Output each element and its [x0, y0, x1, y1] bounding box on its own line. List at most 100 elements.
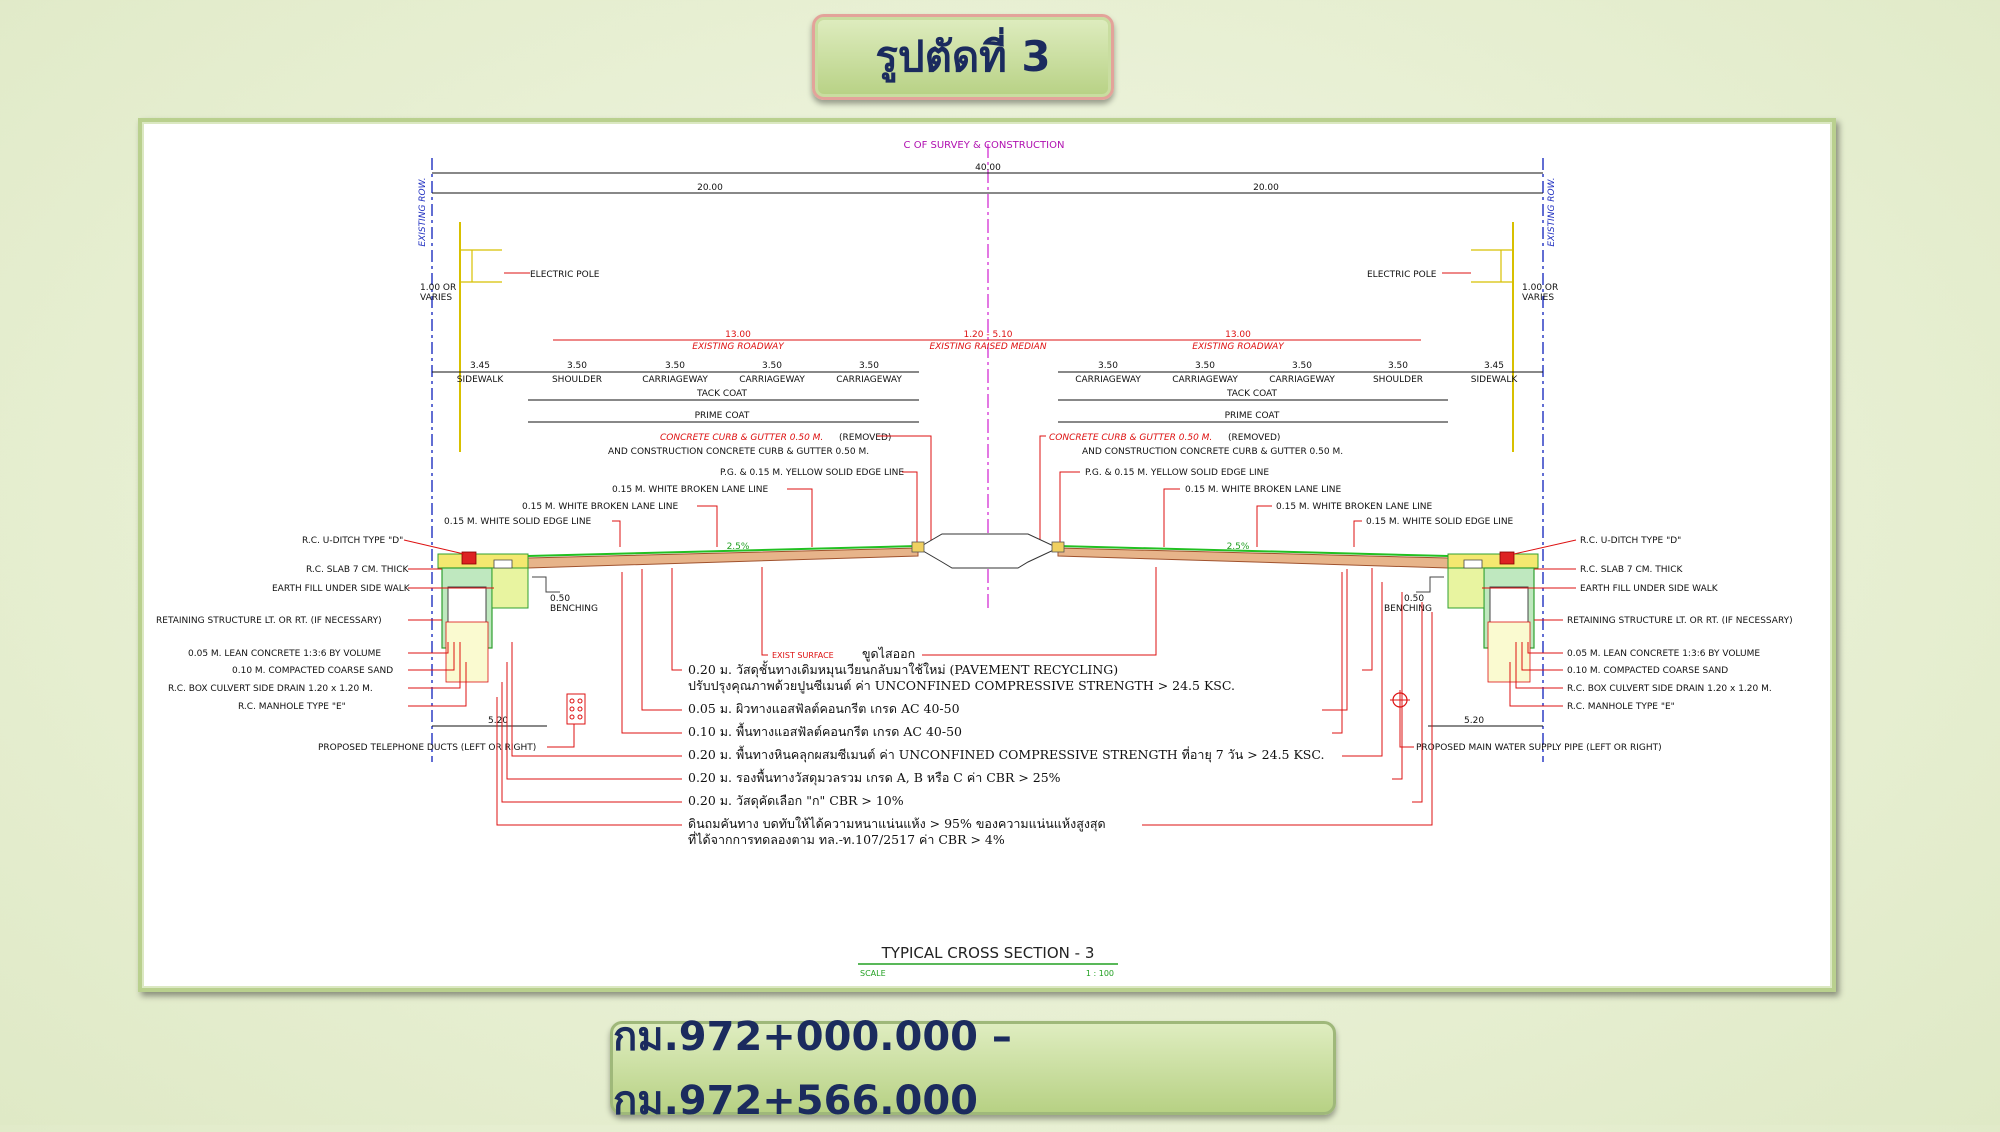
varies-left-2: VARIES — [420, 293, 452, 303]
telephone-ducts-label: PROPOSED TELEPHONE DUCTS (LEFT OR RIGHT) — [318, 743, 536, 753]
scrape-label: ขูดไสออก — [862, 646, 915, 662]
left-label-3: RETAINING STRUCTURE LT. OR RT. (IF NECES… — [156, 616, 382, 626]
roadway-left-label: EXISTING ROADWAY — [692, 342, 785, 352]
removed-left: (REMOVED) — [839, 433, 891, 443]
right-label-3: RETAINING STRUCTURE LT. OR RT. (IF NECES… — [1567, 616, 1793, 626]
right-label-7: R.C. MANHOLE TYPE "E" — [1567, 702, 1675, 712]
lane-right-w-2: 3.50 — [1292, 361, 1312, 371]
right-label-1: R.C. SLAB 7 CM. THICK — [1580, 565, 1683, 575]
roadway-right-width: 13.00 — [1225, 330, 1251, 340]
layer-note-3: 0.10 ม. พื้นทางแอสฟัลต์คอนกรีต เกรด AC 4… — [688, 722, 962, 739]
layer-note-8: ที่ได้จากการทดลองตาม ทล.-ท.107/2517 ค่า … — [688, 831, 1005, 847]
slope-right: 2.5% — [1227, 542, 1250, 552]
exist-surface-label: EXIST SURFACE — [772, 651, 834, 660]
drawing-frame: C OF SURVEY & CONSTRUCTION EXISTING ROW.… — [138, 118, 1836, 992]
right-label-5: 0.10 M. COMPACTED COARSE SAND — [1567, 666, 1728, 676]
electric-pole-left: ELECTRIC POLE — [530, 270, 600, 280]
lane-right-name-4: SIDEWALK — [1471, 375, 1519, 385]
layer-note-0: 0.20 ม. วัสดุชั้นทางเดิมหมุนเวียนกลับมาใ… — [688, 660, 1118, 678]
white-broken-2-left: 0.15 M. WHITE BROKEN LANE LINE — [522, 502, 679, 512]
right-label-2: EARTH FILL UNDER SIDE WALK — [1580, 584, 1719, 594]
layer-note-1: ปรับปรุงคุณภาพด้วยปูนซีเมนต์ ค่า UNCONFI… — [688, 678, 1235, 694]
benching-right-label: BENCHING — [1384, 604, 1432, 614]
lane-left-name-1: SHOULDER — [552, 375, 602, 385]
right-label-4: 0.05 M. LEAN CONCRETE 1:3:6 BY VOLUME — [1567, 649, 1760, 659]
varies-right-2: VARIES — [1522, 293, 1554, 303]
curb-construction-left: AND CONSTRUCTION CONCRETE CURB & GUTTER … — [608, 447, 869, 457]
white-solid-edge-left: 0.15 M. WHITE SOLID EDGE LINE — [444, 517, 592, 527]
total-width: 40.00 — [975, 163, 1001, 173]
section-title: TYPICAL CROSS SECTION - 3 — [881, 944, 1095, 962]
lane-right-name-2: CARRIAGEWAY — [1269, 375, 1335, 385]
roadway-left-width: 13.00 — [725, 330, 751, 340]
right-label-0: R.C. U-DITCH TYPE "D" — [1580, 536, 1681, 546]
electric-pole-right: ELECTRIC POLE — [1367, 270, 1437, 280]
telephone-ducts-icon — [566, 693, 586, 725]
layer-note-7: ดินถมคันทาง บดทับให้ได้ความหนาแน่นแห้ง >… — [688, 816, 1106, 832]
benching-left-label: BENCHING — [550, 604, 598, 614]
curb-construction-right: AND CONSTRUCTION CONCRETE CURB & GUTTER … — [1082, 447, 1343, 457]
varies-right-1: 1.00 OR — [1522, 283, 1558, 293]
curb-removed-left: CONCRETE CURB & GUTTER 0.50 M. — [660, 433, 823, 443]
prime-coat-right: PRIME COAT — [1225, 411, 1280, 421]
left-label-2: EARTH FILL UNDER SIDE WALK — [272, 584, 411, 594]
scale-value: 1 : 100 — [1086, 969, 1114, 978]
yellow-edge-right: P.G. & 0.15 M. YELLOW SOLID EDGE LINE — [1085, 468, 1269, 478]
left-label-4: 0.05 M. LEAN CONCRETE 1:3:6 BY VOLUME — [188, 649, 381, 659]
benching-right-value: 0.50 — [1404, 594, 1424, 604]
scale-label: SCALE — [860, 969, 886, 978]
yellow-edge-left: P.G. & 0.15 M. YELLOW SOLID EDGE LINE — [720, 468, 904, 478]
lane-left-name-4: CARRIAGEWAY — [836, 375, 902, 385]
lane-right-name-0: CARRIAGEWAY — [1075, 375, 1141, 385]
lane-right-w-1: 3.50 — [1195, 361, 1215, 371]
left-label-6: R.C. BOX CULVERT SIDE DRAIN 1.20 x 1.20 … — [168, 684, 373, 694]
left-label-7: R.C. MANHOLE TYPE "E" — [238, 702, 346, 712]
lane-right-w-3: 3.50 — [1388, 361, 1408, 371]
water-supply-label: PROPOSED MAIN WATER SUPPLY PIPE (LEFT OR… — [1416, 743, 1662, 753]
lane-right-name-3: SHOULDER — [1373, 375, 1423, 385]
lane-left-name-2: CARRIAGEWAY — [642, 375, 708, 385]
row-right-label: EXISTING ROW. — [1547, 177, 1557, 246]
layer-note-2: 0.05 ม. ผิวทางแอสฟัลต์คอนกรีต เกรด AC 40… — [688, 701, 960, 716]
lane-left-w-4: 3.50 — [859, 361, 879, 371]
white-broken-1-left: 0.15 M. WHITE BROKEN LANE LINE — [612, 485, 769, 495]
left-label-1: R.C. SLAB 7 CM. THICK — [306, 565, 409, 575]
lane-left-w-3: 3.50 — [762, 361, 782, 371]
tack-coat-right: TACK COAT — [1226, 389, 1278, 399]
row-left-label: EXISTING ROW. — [418, 177, 428, 246]
curb-removed-right: CONCRETE CURB & GUTTER 0.50 M. — [1049, 433, 1212, 443]
page-title: รูปตัดที่ 3 — [812, 14, 1114, 100]
white-broken-1-right: 0.15 M. WHITE BROKEN LANE LINE — [1185, 485, 1342, 495]
half-right-width: 20.00 — [1253, 183, 1279, 193]
white-solid-edge-right: 0.15 M. WHITE SOLID EDGE LINE — [1366, 517, 1514, 527]
offset-left: 5.20 — [488, 716, 508, 726]
tack-coat-left: TACK COAT — [696, 389, 748, 399]
white-broken-2-right: 0.15 M. WHITE BROKEN LANE LINE — [1276, 502, 1433, 512]
offset-right: 5.20 — [1464, 716, 1484, 726]
benching-left-value: 0.50 — [550, 594, 570, 604]
median-width: 1.20 - 5.10 — [963, 330, 1012, 340]
layer-note-4: 0.20 ม. พื้นทางหินคลุกผสมซีเมนต์ ค่า UNC… — [688, 745, 1324, 763]
layer-note-6: 0.20 ม. วัสดุคัดเลือก "ก" CBR > 10% — [688, 793, 904, 809]
lane-left-name-0: SIDEWALK — [457, 375, 505, 385]
prime-coat-left: PRIME COAT — [695, 411, 750, 421]
removed-right: (REMOVED) — [1228, 433, 1280, 443]
varies-left-1: 1.00 OR — [420, 283, 456, 293]
lane-left-w-1: 3.50 — [567, 361, 587, 371]
lane-right-w-4: 3.45 — [1484, 361, 1504, 371]
left-label-5: 0.10 M. COMPACTED COARSE SAND — [232, 666, 393, 676]
lane-left-name-3: CARRIAGEWAY — [739, 375, 805, 385]
roadway-right-label: EXISTING ROADWAY — [1192, 342, 1285, 352]
layer-note-5: 0.20 ม. รองพื้นทางวัสดุมวลรวม เกรด A, B … — [688, 768, 1061, 786]
cross-section-drawing: C OF SURVEY & CONSTRUCTION EXISTING ROW.… — [156, 140, 1793, 978]
half-left-width: 20.00 — [697, 183, 723, 193]
km-range-label: กม.972+000.000 – กม.972+566.000 — [610, 1014, 1336, 1124]
lane-right-name-1: CARRIAGEWAY — [1172, 375, 1238, 385]
lane-left-w-2: 3.50 — [665, 361, 685, 371]
centerline-label: C OF SURVEY & CONSTRUCTION — [904, 140, 1065, 151]
slope-left: 2.5% — [727, 542, 750, 552]
lane-left-w-0: 3.45 — [470, 361, 490, 371]
median-label: EXISTING RAISED MEDIAN — [929, 342, 1046, 352]
left-label-0: R.C. U-DITCH TYPE "D" — [302, 536, 403, 546]
right-label-6: R.C. BOX CULVERT SIDE DRAIN 1.20 x 1.20 … — [1567, 684, 1772, 694]
